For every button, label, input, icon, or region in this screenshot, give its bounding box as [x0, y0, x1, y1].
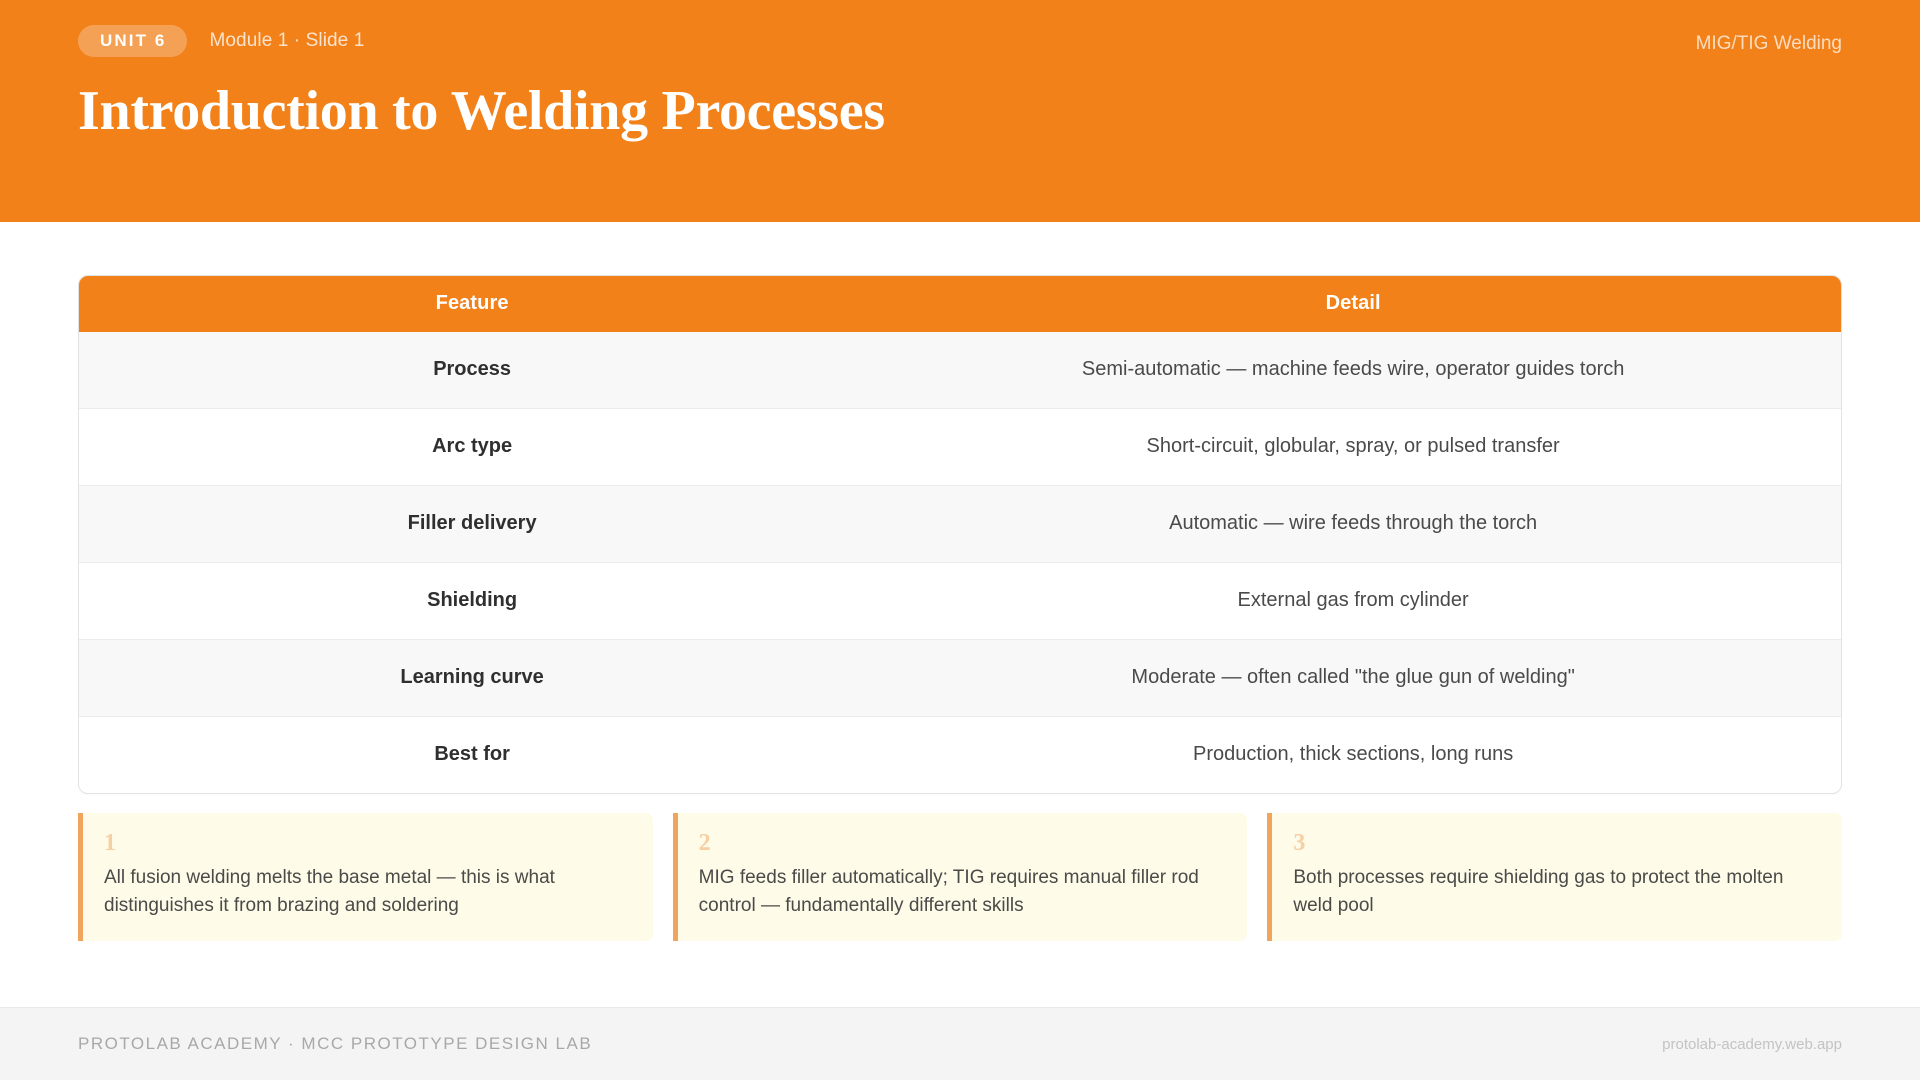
spec-table: Feature Detail Process Semi-automatic — … [79, 276, 1841, 793]
table-row: Filler delivery Automatic — wire feeds t… [79, 485, 1841, 563]
slide-body: Feature Detail Process Semi-automatic — … [0, 222, 1920, 942]
module-slide-label: Module 1 · Slide 1 [209, 30, 365, 51]
cell-detail: Moderate — often called "the glue gun of… [865, 639, 1841, 717]
callout-text: Both processes require shielding gas to … [1293, 867, 1784, 916]
column-header-feature: Feature [79, 276, 866, 332]
callout-card: 3 Both processes require shielding gas t… [1267, 813, 1843, 942]
callout-number: 3 [1293, 830, 1306, 856]
callout-text: All fusion welding melts the base metal … [104, 867, 555, 916]
slide-footer: PROTOLAB ACADEMY · MCC PROTOTYPE DESIGN … [0, 1007, 1920, 1080]
cell-feature: Shielding [79, 562, 866, 640]
header-meta-row: UNIT 6 Module 1 · Slide 1 [78, 24, 1842, 58]
footer-organization: PROTOLAB ACADEMY · MCC PROTOTYPE DESIGN … [78, 1034, 593, 1053]
table-row: Shielding External gas from cylinder [79, 562, 1841, 640]
spec-table-head: Feature Detail [79, 276, 1841, 332]
cell-feature: Filler delivery [79, 485, 866, 563]
cell-detail: External gas from cylinder [865, 562, 1841, 640]
table-row: Best for Production, thick sections, lon… [79, 716, 1841, 793]
cell-detail: Production, thick sections, long runs [865, 716, 1841, 793]
slide-header: UNIT 6 Module 1 · Slide 1 MIG/TIG Weldin… [0, 0, 1920, 222]
cell-feature: Learning curve [79, 639, 866, 717]
callout-card: 2 MIG feeds filler automatically; TIG re… [672, 813, 1248, 942]
callout-text: MIG feeds filler automatically; TIG requ… [698, 867, 1199, 916]
callout-number: 1 [104, 830, 116, 856]
unit-badge: UNIT 6 [78, 25, 188, 57]
table-row: Process Semi-automatic — machine feeds w… [79, 332, 1841, 409]
table-row: Learning curve Moderate — often called "… [79, 639, 1841, 717]
topic-label: MIG/TIG Welding [1695, 33, 1842, 54]
callout-number: 2 [698, 830, 711, 856]
footer-url: protolab-academy.web.app [1662, 1035, 1842, 1053]
table-row: Arc type Short-circuit, globular, spray,… [79, 408, 1841, 486]
cell-detail: Short-circuit, globular, spray, or pulse… [865, 408, 1841, 486]
column-header-detail: Detail [865, 276, 1841, 332]
cell-detail: Semi-automatic — machine feeds wire, ope… [865, 332, 1841, 409]
cell-feature: Process [79, 332, 866, 409]
callout-card: 1 All fusion welding melts the base meta… [78, 813, 653, 942]
table-header-row: Feature Detail [79, 276, 1841, 332]
spec-table-card: Feature Detail Process Semi-automatic — … [78, 275, 1842, 794]
cell-feature: Arc type [79, 408, 866, 486]
cell-feature: Best for [79, 716, 866, 793]
callout-list: 1 All fusion welding melts the base meta… [78, 813, 1843, 942]
cell-detail: Automatic — wire feeds through the torch [865, 485, 1841, 563]
page-title: Introduction to Welding Processes [78, 80, 885, 142]
spec-table-body: Process Semi-automatic — machine feeds w… [79, 332, 1841, 793]
